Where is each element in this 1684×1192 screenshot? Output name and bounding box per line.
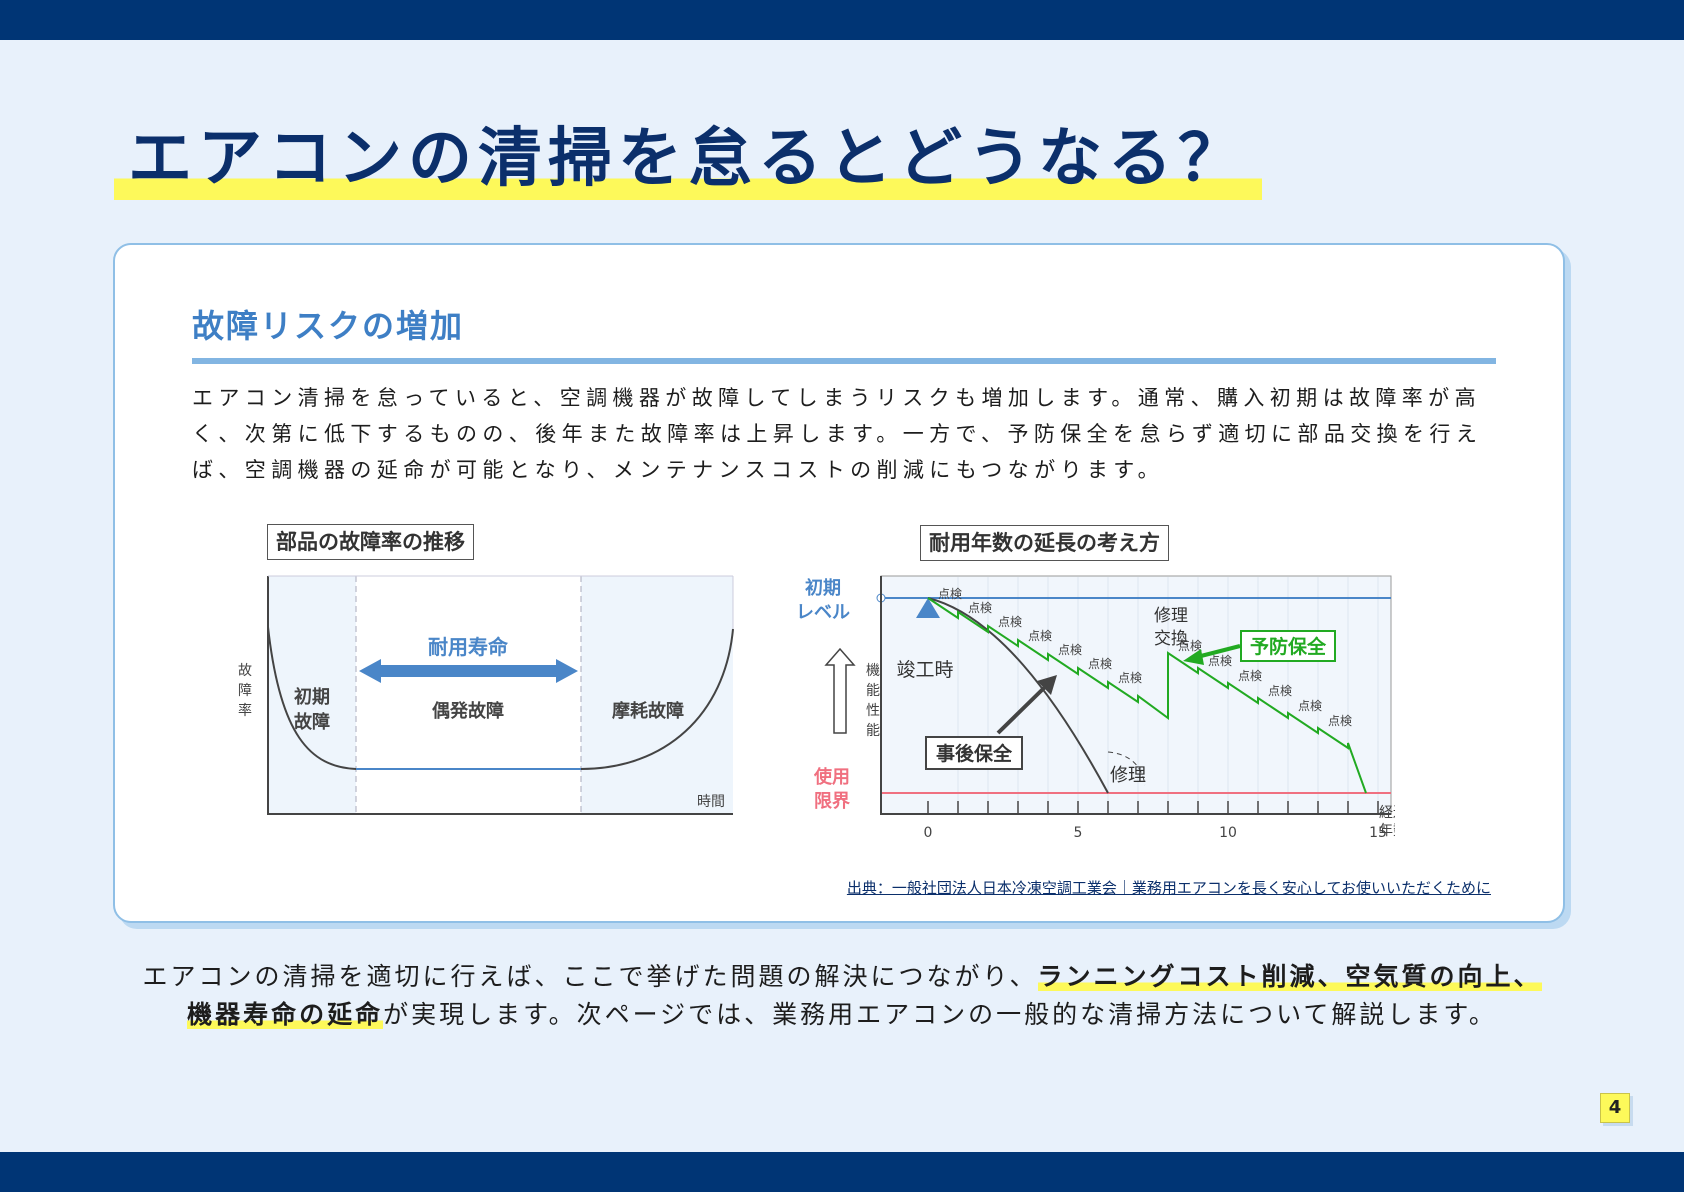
fig2-inspection-label: 点検 bbox=[1178, 639, 1202, 653]
top-bar bbox=[0, 0, 1684, 40]
page-title: エアコンの清掃を怠るとどうなる？ bbox=[114, 118, 1262, 200]
fig2-corrective-curve bbox=[927, 597, 1109, 794]
fig1-lifespan-label: 耐用寿命 bbox=[428, 635, 509, 659]
fig2-repair-label: 修理 bbox=[1110, 765, 1146, 786]
closing-highlight1: ランニングコスト削減、空気質の向上、 bbox=[1037, 962, 1542, 991]
fig2-x-axis bbox=[880, 576, 1391, 815]
fig1-region-wearout-bg bbox=[581, 576, 733, 814]
fig2-performance-arrow bbox=[824, 647, 856, 734]
fig2-inspection-label: 点検 bbox=[938, 587, 962, 601]
fig1-region-wearout: 摩耗故障 bbox=[612, 700, 684, 722]
fig2-inspection-label: 点検 bbox=[1298, 699, 1322, 713]
fig2-preventive-line bbox=[927, 597, 1367, 794]
fig2-repair-replace-label: 修理交換 bbox=[1154, 606, 1188, 649]
fig2-preventive-arrow bbox=[1196, 644, 1241, 659]
content-card: 故障リスクの増加 エアコン清掃を怠っていると、空調機器が故障してしまうリスクも増… bbox=[113, 243, 1565, 923]
closing-part2: が実現します。次ページでは、業務用エアコンの一般的な清掃方法について解説します。 bbox=[383, 1000, 1497, 1029]
fig2-repair-arc bbox=[1107, 751, 1146, 786]
fig1-y-axis bbox=[267, 576, 733, 815]
fig2-inspection-label: 点検 bbox=[1058, 643, 1082, 657]
fig2-inspection-label: 点検 bbox=[968, 601, 992, 615]
fig1-lifespan-arrow bbox=[359, 659, 578, 683]
figure2-title: 耐用年数の延長の考え方 bbox=[920, 525, 1169, 561]
fig2-corrective-label: 事後保全 bbox=[936, 742, 1013, 765]
fig2-corrective-box: 事後保全 bbox=[925, 736, 1023, 770]
fig2-preventive-label: 予防保全 bbox=[1250, 635, 1327, 658]
fig1-region-initial: 初期故障 bbox=[294, 686, 330, 733]
fig2-inspection-label: 点検 bbox=[1208, 654, 1232, 668]
fig2-inspection-label: 点検 bbox=[1328, 714, 1352, 728]
fig2-preventive-arrowhead bbox=[1183, 649, 1204, 665]
closing-highlight2: 機器寿命の延命 bbox=[187, 1000, 384, 1029]
section-heading: 故障リスクの増加 bbox=[192, 307, 465, 345]
fig2-inspection-label: 点検 bbox=[1268, 684, 1292, 698]
fig2-use-limit-label: 使用限界 bbox=[813, 767, 850, 812]
fig1-ylabel: 故障率 bbox=[238, 663, 252, 719]
fig2-xlabel: 経過年数 bbox=[1379, 805, 1395, 839]
fig2-inspection-label: 点検 bbox=[1118, 671, 1142, 685]
fig2-preventive-box: 予防保全 bbox=[1240, 630, 1336, 662]
fig1-region-random: 偶発故障 bbox=[432, 700, 504, 722]
page-number: 4 bbox=[1600, 1093, 1630, 1123]
bottom-bar bbox=[0, 1152, 1684, 1192]
fig2-start-marker bbox=[916, 598, 940, 618]
fig2-corrective-arrowhead bbox=[1037, 675, 1057, 695]
fig2-inspection-label: 点検 bbox=[1028, 629, 1052, 643]
figure1-title: 部品の故障率の推移 bbox=[267, 524, 474, 560]
fig2-completion-label: 竣工時 bbox=[896, 659, 953, 681]
fig2-initial-level-label: 初期レベル bbox=[796, 577, 850, 623]
fig2-corrective-arrow bbox=[996, 685, 1047, 735]
fig1-region-initial-bg bbox=[268, 576, 356, 814]
fig2-tick-label: 5 bbox=[1074, 825, 1083, 841]
fig2-inspection-label: 点検 bbox=[1088, 657, 1112, 671]
closing-part1: エアコンの清掃を適切に行えば、ここで挙げた問題の解決につながり、 bbox=[142, 962, 1038, 991]
section-paragraph: エアコン清掃を怠っていると、空調機器が故障してしまうリスクも増加します。通常、購… bbox=[192, 386, 1483, 482]
heading-rule bbox=[192, 358, 1496, 364]
fig2-grid bbox=[957, 577, 1379, 813]
closing-paragraph: エアコンの清掃を適切に行えば、ここで挙げた問題の解決につながり、ランニングコスト… bbox=[100, 958, 1584, 1034]
fig2-inspection-label: 点検 bbox=[998, 615, 1022, 629]
fig2-tick-label: 10 bbox=[1219, 825, 1237, 841]
fig2-tick-label: 0 bbox=[924, 825, 933, 841]
fig2-x-ticks: 0 5 10 15 bbox=[924, 801, 1387, 841]
fig2-inspection-label: 点検 bbox=[1238, 669, 1262, 683]
fig2-performance-label: 機能性能 bbox=[866, 663, 880, 739]
side-strip bbox=[1666, 40, 1684, 1152]
source-link[interactable]: 出典：一般社団法人日本冷凍空調工業会｜業務用エアコンを長く安心してお使いいただく… bbox=[846, 879, 1491, 897]
fig1-xlabel: 時間 bbox=[697, 794, 725, 810]
fig2-tick-label: 15 bbox=[1369, 825, 1387, 841]
figure1-chart: 耐用寿命 初期故障 偶発故障 摩耗故障 故障率 時間 bbox=[238, 575, 734, 815]
